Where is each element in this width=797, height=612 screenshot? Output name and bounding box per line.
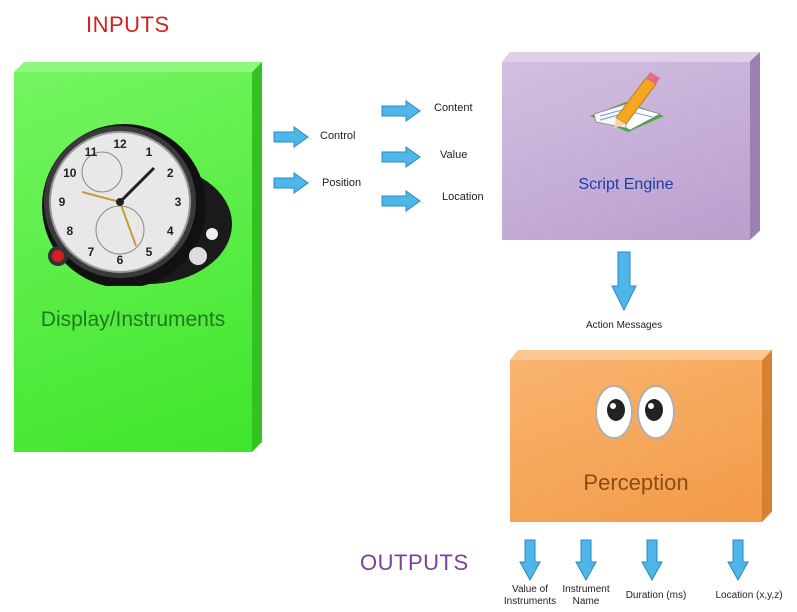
- clock-numeral: 3: [175, 195, 182, 209]
- clock-numeral: 9: [59, 195, 66, 209]
- output-location: Location (x,y,z): [706, 590, 792, 602]
- clock-numeral: 8: [66, 224, 73, 238]
- perception-box: Perception: [510, 350, 772, 522]
- arrow-output-value-icon: [519, 539, 541, 582]
- pencil-book-icon: [590, 72, 664, 132]
- arrow-content-icon: [381, 100, 421, 122]
- output-duration-line1: Duration (ms): [625, 590, 687, 601]
- arrow-location-icon: [381, 190, 421, 212]
- output-name-line1: Instrument: [562, 584, 610, 595]
- arrow-output-location-icon: [727, 539, 749, 582]
- output-duration: Duration (ms): [620, 590, 692, 602]
- output-instrument-name: Instrument Name: [554, 584, 618, 608]
- clock-instrument-icon: 12 12 3 45 6 7 8 9 10 11: [42, 124, 232, 286]
- arrow-output-name-icon: [575, 539, 597, 582]
- clock-numeral: 10: [63, 166, 77, 180]
- clock-numeral: 7: [88, 245, 95, 259]
- clock-numeral: 12: [113, 137, 127, 151]
- outputs-heading: OUTPUTS: [360, 550, 469, 575]
- action-messages-label: Action Messages: [586, 320, 663, 331]
- arrow-output-duration-icon: [641, 539, 663, 582]
- clock-numeral: 5: [146, 245, 153, 259]
- arrow-position-icon: [273, 172, 309, 194]
- clock-numeral: 6: [117, 253, 124, 267]
- content-label: Content: [434, 102, 473, 114]
- position-label: Position: [322, 177, 362, 189]
- script-engine-box: Script Engine: [502, 52, 760, 240]
- output-name-line2: Name: [572, 596, 600, 607]
- clock-numeral: 11: [85, 145, 98, 159]
- arrow-control-icon: [273, 126, 309, 148]
- clock-numeral: 1: [146, 145, 153, 159]
- output-value-line1: Value of: [512, 584, 548, 595]
- value-label: Value: [440, 149, 468, 161]
- clock-numeral: 2: [167, 166, 174, 180]
- eyes-icon: [595, 385, 675, 439]
- arrow-action-messages-icon: [611, 251, 637, 312]
- output-value-of-instruments: Value of Instruments: [494, 584, 566, 608]
- display-instruments-label: Display/Instruments: [40, 308, 226, 331]
- control-label: Control: [320, 130, 356, 142]
- clock-numeral: 4: [167, 224, 174, 238]
- arrow-value-icon: [381, 146, 421, 168]
- script-engine-label: Script Engine: [578, 176, 674, 193]
- output-value-line2: Instruments: [503, 596, 557, 607]
- location-label: Location: [442, 191, 484, 203]
- output-location-line1: Location (x,y,z): [715, 590, 783, 601]
- perception-label: Perception: [583, 470, 689, 495]
- inputs-heading: INPUTS: [86, 12, 170, 37]
